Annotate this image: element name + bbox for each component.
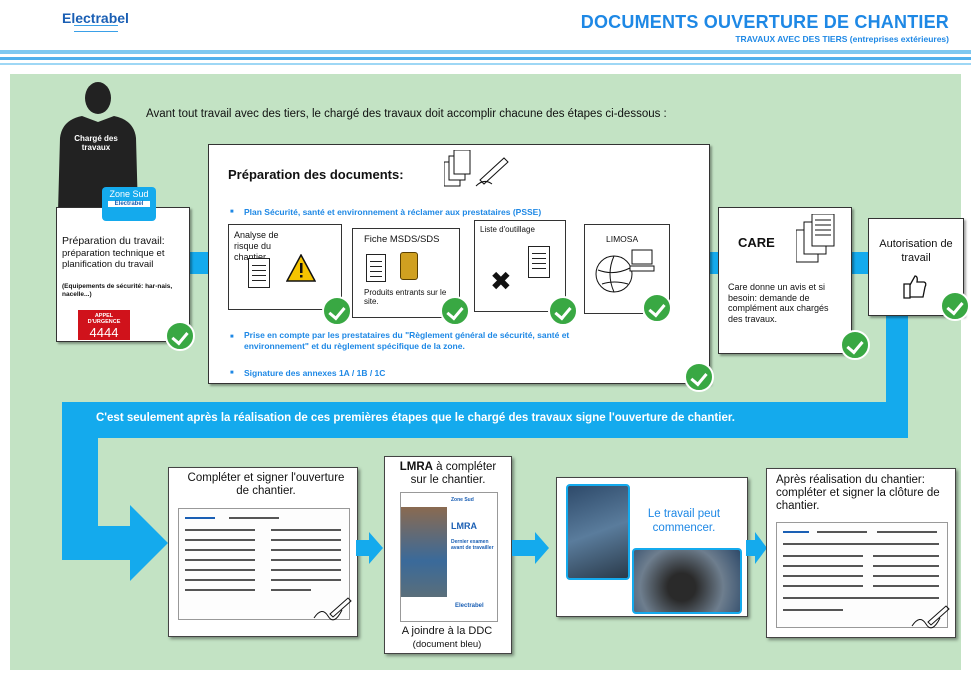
band-text: C'est seulement après la réalisation de … <box>96 412 735 424</box>
bullet-psse: Plan Sécurité, santé et environnement à … <box>230 207 541 217</box>
arrow-1 <box>356 540 370 556</box>
lmra-doc-title: LMRA <box>451 521 477 531</box>
check-icon <box>684 362 714 392</box>
step1-note: (Equipements de sécurité: har-nais, nace… <box>62 283 173 298</box>
bullet-reglement: Prise en compte par les prestataires du … <box>230 330 634 352</box>
check-icon <box>642 293 672 323</box>
documents-stack-icon <box>796 214 835 263</box>
care-title: CARE <box>738 235 775 250</box>
cloture-form-thumbnail <box>776 522 948 628</box>
zone-sud-logo: Electrabel <box>108 201 150 207</box>
lmra-zone: Zone Sud <box>451 497 474 503</box>
form-thumbnail <box>178 508 350 620</box>
flow-band-middle <box>62 402 908 438</box>
header-rule <box>0 50 971 54</box>
check-icon <box>322 296 352 326</box>
work-start-text: Le travail peut commencer. <box>647 508 721 534</box>
card-outillage <box>474 220 566 312</box>
urgent-label: APPEL D'URGENCE <box>87 313 121 325</box>
lmra-doc-logo: Electrabel <box>455 603 484 609</box>
lmra-heading: LMRA à compléter sur le chantier. <box>392 461 504 487</box>
page-title: DOCUMENTS OUVERTURE DE CHANTIER <box>580 12 949 32</box>
flow-arrow-bottom <box>130 505 168 581</box>
header-rule <box>0 63 971 65</box>
lmra-heading-bold: LMRA <box>399 461 433 473</box>
thumbs-up-icon <box>903 275 927 299</box>
tools-icon: ✖ <box>490 266 512 296</box>
logo-underline <box>74 25 118 32</box>
check-icon <box>548 296 578 326</box>
person-label: Chargé des travaux <box>74 134 118 152</box>
card-msds-sub: Produits entrants sur le site. <box>364 288 447 306</box>
lmra-foot2: (document bleu) <box>412 639 482 650</box>
step2-title: Préparation des documents: <box>228 167 404 182</box>
step1-line2: préparation technique et planification d… <box>62 248 165 270</box>
lmra-booklet: Zone Sud LMRA Dernier examen avant de tr… <box>400 492 498 622</box>
check-icon <box>840 330 870 360</box>
document-icon <box>366 254 386 282</box>
worker-photo-2 <box>632 548 742 614</box>
documents-pen-icon <box>444 150 509 187</box>
arrow-3 <box>746 540 756 556</box>
globe-computer-icon <box>595 249 655 293</box>
flow-band-right-down <box>886 310 908 405</box>
chemical-drum-icon <box>400 252 418 280</box>
arrow-1-head <box>369 532 383 564</box>
signature-pen-icon <box>313 597 352 621</box>
check-icon <box>440 296 470 326</box>
arrow-2 <box>512 540 536 556</box>
page-subtitle: TRAVAUX AVEC DES TIERS (entreprises exté… <box>735 34 949 44</box>
electrabel-logo: Electrabel <box>62 10 129 26</box>
zone-sud-label: Zone Sud <box>109 189 149 199</box>
signature-pen-icon <box>911 605 950 629</box>
arrow-3-head <box>755 532 767 564</box>
lmra-photo <box>401 507 447 597</box>
check-icon <box>165 321 195 351</box>
card-outillage-label: Liste d'outillage <box>480 225 535 234</box>
card-limosa-label: LIMOSA <box>606 234 639 244</box>
warning-icon <box>286 254 316 282</box>
doc-ouverture-text: Compléter et signer l'ouverture de chant… <box>187 472 345 497</box>
care-text: Care donne un avis et si besoin: demande… <box>728 282 829 324</box>
lmra-doc-sub: Dernier examen avant de travailler <box>451 539 494 551</box>
lmra-foot: A joindre à la DDC <box>401 625 493 637</box>
urgent-number: 4444 <box>89 325 119 340</box>
card-analyse-risque-label: Analyse de risque du chantier. <box>234 230 279 262</box>
card-analyse-risque <box>228 224 342 310</box>
intro-text: Avant tout travail avec des tiers, le ch… <box>146 108 667 120</box>
header-rule <box>0 57 971 60</box>
check-icon <box>940 291 970 321</box>
bullet-annexes: Signature des annexes 1A / 1B / 1C <box>230 368 385 378</box>
zone-sud-badge: Zone Sud Electrabel <box>102 187 156 221</box>
document-icon <box>528 246 550 278</box>
autorisation-title: Autorisation de travail <box>879 238 953 264</box>
arrow-2-head <box>535 532 549 564</box>
step1-title: Préparation du travail: <box>62 235 165 247</box>
doc-cloture-text: Après réalisation du chantier: compléter… <box>776 474 940 512</box>
worker-photo-1 <box>566 484 630 580</box>
urgent-call-badge: APPEL D'URGENCE 4444 <box>78 310 130 340</box>
flow-band-bottom <box>62 526 142 560</box>
document-icon <box>248 258 270 288</box>
lmra-heading-rest: à compléter sur le chantier. <box>410 461 497 486</box>
card-msds-title: Fiche MSDS/SDS <box>364 234 440 245</box>
